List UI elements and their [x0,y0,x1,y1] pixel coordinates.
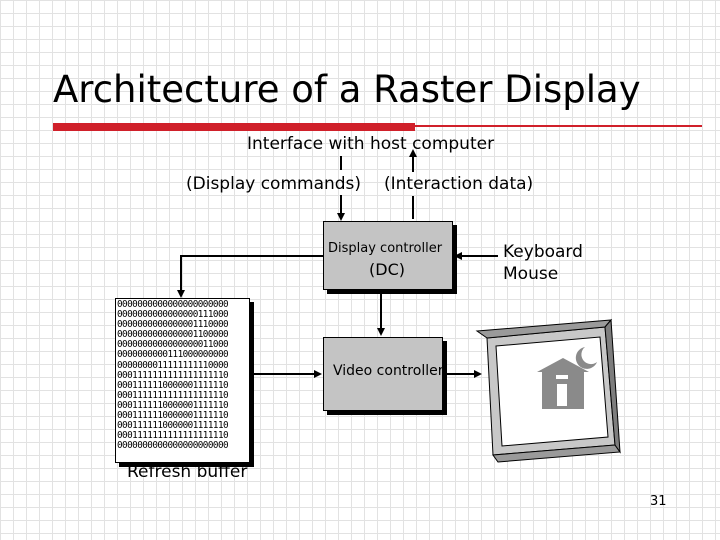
video-controller-label: Video controller [333,363,444,379]
mouse-label: Mouse [503,264,559,285]
interaction-data-label: (Interaction data) [384,174,534,194]
display-controller-box [323,221,453,290]
refresh-buffer-box [115,298,250,463]
interface-label: Interface with host computer [247,134,495,154]
house-icon [537,358,589,409]
keyboard-label: Keyboard [503,242,583,262]
dc-abbrev-label: (DC) [369,260,405,279]
page-number: 31 [650,494,667,509]
title-underline-red [53,123,415,131]
refresh-buffer-label: Refresh buffer [127,462,248,482]
display-controller-label: Display controller [328,241,443,256]
moon-icon [575,347,597,369]
display-commands-label: (Display commands) [186,174,362,194]
title-underline-thin [415,125,702,127]
page-title: Architecture of a Raster Display [53,68,641,111]
refresh-buffer-bits: 0000000000000000000000 00000000000000001… [117,299,229,452]
dc-to-buffer-arrow [177,255,323,298]
video-controller-box [323,337,443,411]
input-devices-label: Keyboard Mouse [503,241,583,285]
